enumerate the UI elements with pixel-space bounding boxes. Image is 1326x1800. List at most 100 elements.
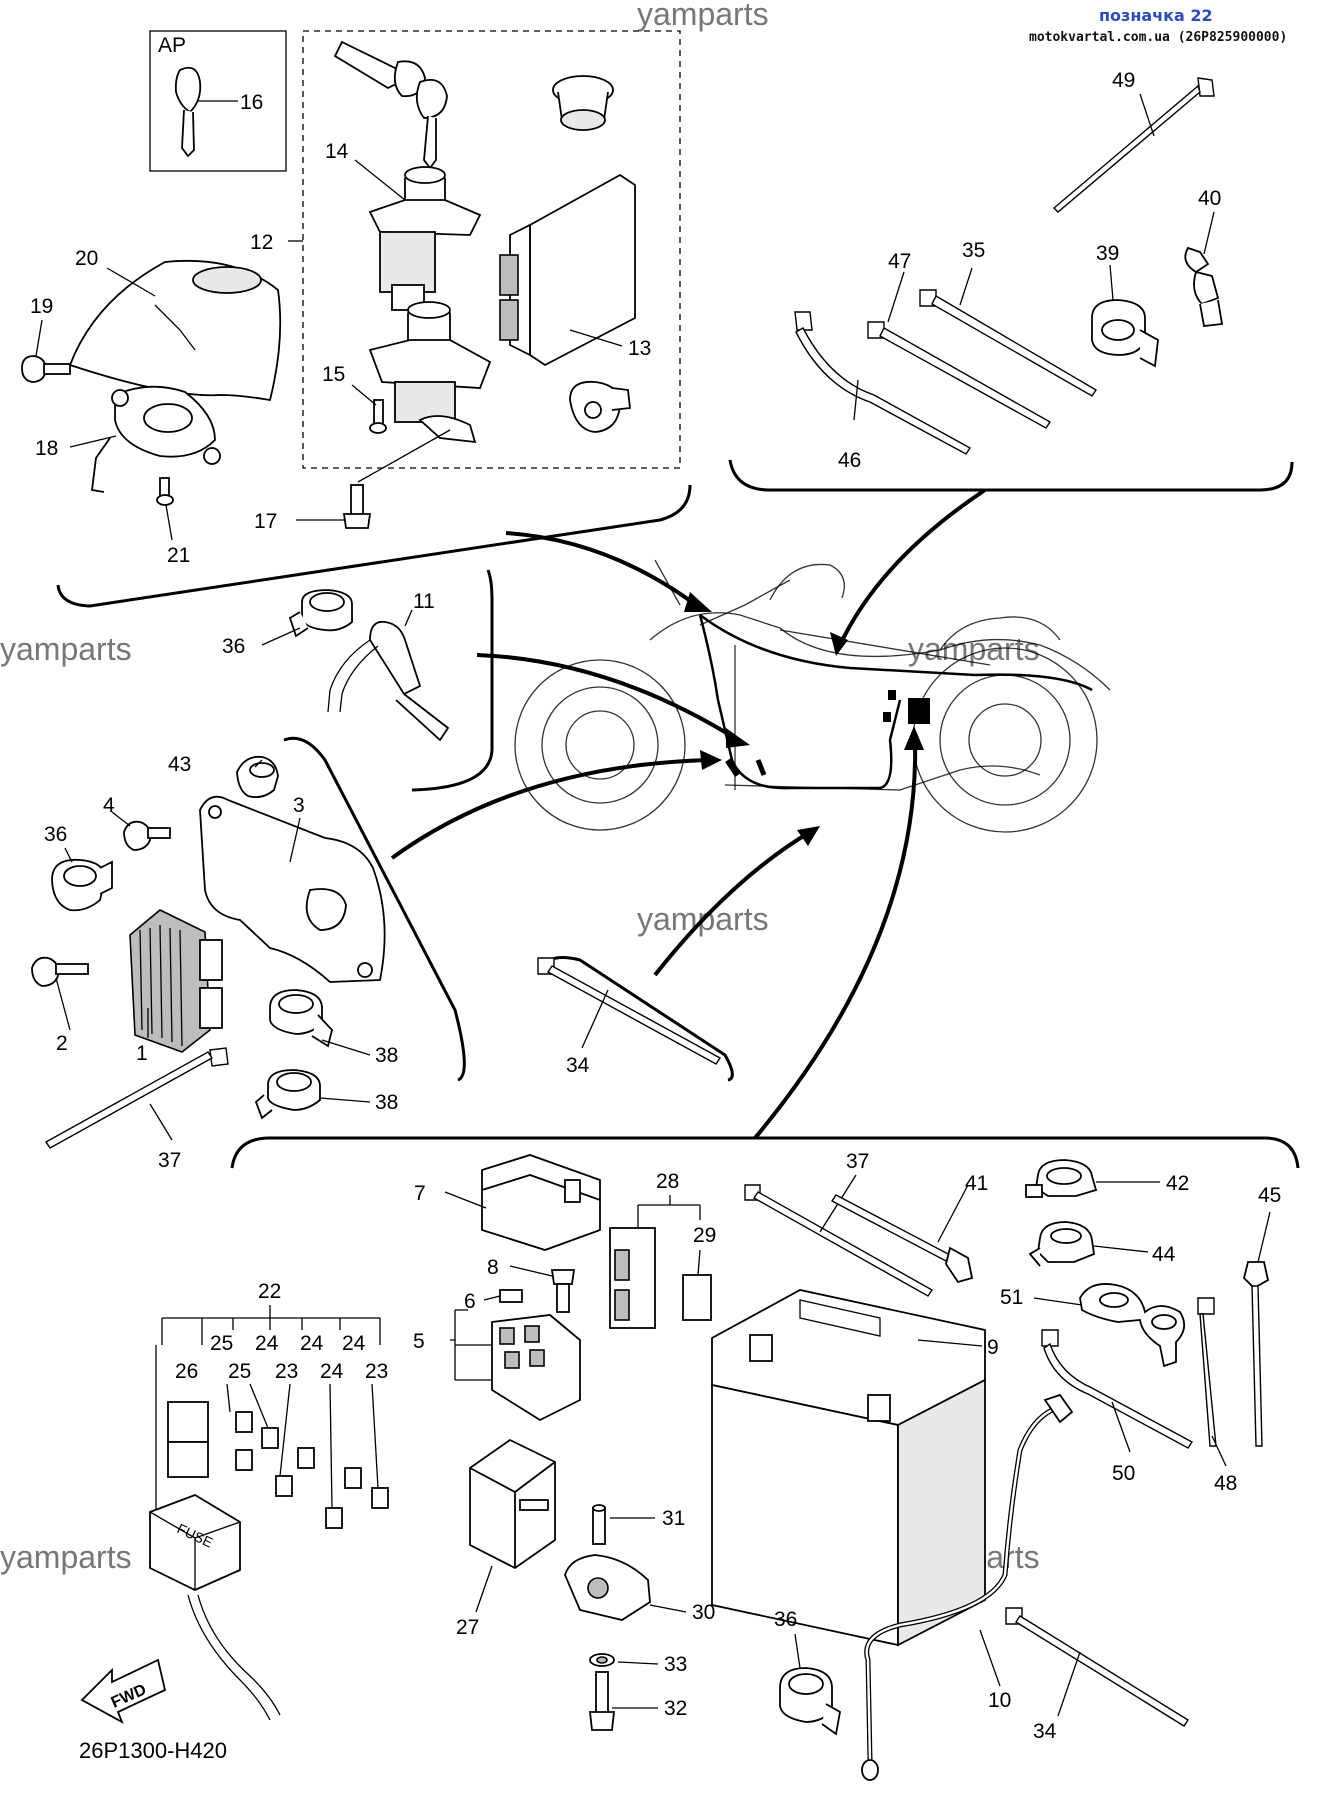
callout-9: 9 — [987, 1336, 999, 1359]
cable-tie-icon — [744, 1184, 934, 1297]
callout-34: 34 — [1033, 1720, 1057, 1743]
callout-45: 45 — [1258, 1184, 1281, 1207]
callout-24: 24 — [255, 1332, 279, 1355]
bracket-mid-small — [411, 569, 494, 792]
collar-icon — [592, 1504, 606, 1545]
cable-clamp-icon — [1028, 1221, 1095, 1267]
cable-tie-icon — [1052, 77, 1215, 213]
callout-5: 5 — [413, 1330, 425, 1353]
callout-35: 35 — [962, 239, 985, 262]
callout-33: 33 — [664, 1653, 687, 1676]
bolt-icon — [31, 956, 89, 987]
ap-label: AP — [158, 34, 186, 57]
leader-line — [1093, 1245, 1149, 1253]
leader-line — [254, 759, 263, 768]
bolt-icon — [123, 820, 171, 851]
callout-26: 26 — [175, 1360, 198, 1383]
callout-22: 22 — [258, 1280, 281, 1303]
callout-2: 2 — [56, 1032, 68, 1055]
motorcycle-outline — [514, 559, 1111, 833]
diagram-code: 26P1300-H420 — [79, 1738, 227, 1763]
callout-51: 51 — [1000, 1286, 1023, 1309]
cable-tie-clip-icon — [830, 1194, 974, 1284]
cable-tie-clip-icon — [1243, 1261, 1270, 1447]
callout-39: 39 — [1096, 242, 1119, 265]
relay-cover-icon — [481, 1154, 601, 1251]
leader-line — [569, 329, 623, 347]
fuse-box-icon — [149, 1401, 281, 1721]
ignition-switch-icon — [368, 166, 482, 311]
grommet-icon — [552, 75, 614, 131]
leader-line — [853, 379, 859, 421]
callout-38: 38 — [375, 1044, 398, 1067]
callout-24: 24 — [300, 1332, 324, 1355]
callout-20: 20 — [75, 247, 98, 270]
cable-tie-icon — [1041, 1329, 1194, 1449]
leader-line — [475, 1565, 493, 1613]
callout-4: 4 — [103, 794, 115, 817]
callout-46: 46 — [838, 449, 861, 472]
battery-cable-inner — [865, 1408, 1053, 1761]
fwd-arrow-icon — [80, 1658, 167, 1725]
hose-clamp-icon — [51, 858, 113, 912]
key-set-icon — [333, 40, 448, 170]
leader-line — [1057, 1651, 1081, 1717]
leader-line — [35, 319, 43, 357]
callout-36: 36 — [44, 823, 67, 846]
leader-line — [637, 1195, 701, 1228]
cable-tie-icon — [867, 321, 1052, 429]
cable-tie-icon — [537, 957, 722, 1065]
leader-line — [261, 627, 301, 646]
arrow-from-ties-group — [838, 488, 987, 646]
callout-31: 31 — [662, 1507, 685, 1530]
leader-line — [1257, 1211, 1271, 1263]
callout-40: 40 — [1198, 187, 1221, 210]
clamp-sensor-icon — [569, 380, 631, 433]
leader-line — [444, 1191, 487, 1209]
callout-17: 17 — [254, 510, 277, 533]
callout-34: 34 — [566, 1054, 590, 1077]
cable-tie-icon — [919, 289, 1097, 397]
hose-clamp-icon — [1091, 299, 1159, 368]
arrow-from-bottom-group — [753, 739, 918, 1140]
leader-line — [1139, 93, 1155, 137]
callout-41: 41 — [965, 1172, 988, 1195]
callout-3: 3 — [293, 794, 305, 817]
leader-line — [69, 435, 117, 448]
leader-line — [697, 1249, 701, 1276]
arrow-from-sensor — [476, 653, 740, 742]
callout-10: 10 — [988, 1689, 1011, 1712]
callout-16: 16 — [240, 91, 263, 114]
leader-line — [1203, 211, 1215, 255]
callout-44: 44 — [1152, 1243, 1176, 1266]
leader-line — [509, 1265, 553, 1277]
header-link[interactable]: позначка 22 — [1099, 6, 1213, 25]
key-icon — [174, 66, 202, 158]
leader-line — [917, 1339, 983, 1347]
cable-tie-icon — [794, 311, 972, 455]
callout-6: 6 — [464, 1290, 476, 1313]
watermark: yamparts — [637, 0, 769, 32]
callout-28: 28 — [656, 1170, 679, 1193]
starter-relay-icon — [491, 1314, 581, 1422]
arrowhead — [830, 632, 848, 656]
callout-48: 48 — [1214, 1472, 1237, 1495]
lean-angle-sensor-icon — [564, 1554, 651, 1621]
callout-7: 7 — [414, 1182, 426, 1205]
callout-37: 37 — [158, 1149, 181, 1172]
callout-50: 50 — [1112, 1462, 1135, 1485]
watermark: yamparts — [0, 631, 132, 667]
callout-23: 23 — [365, 1360, 388, 1383]
leader-line — [321, 1039, 371, 1056]
arrow-from-switch-group — [505, 531, 702, 610]
callout-18: 18 — [35, 437, 58, 460]
leader-line — [354, 159, 406, 201]
wiring-harness — [698, 613, 1093, 790]
seat-lock-icon — [368, 301, 492, 444]
leader-line — [581, 989, 609, 1049]
leader-line — [289, 817, 301, 863]
leader-line — [617, 1661, 659, 1665]
connector-clip-icon — [682, 1274, 712, 1321]
bolt-icon — [21, 355, 71, 383]
callout-36: 36 — [774, 1608, 797, 1631]
